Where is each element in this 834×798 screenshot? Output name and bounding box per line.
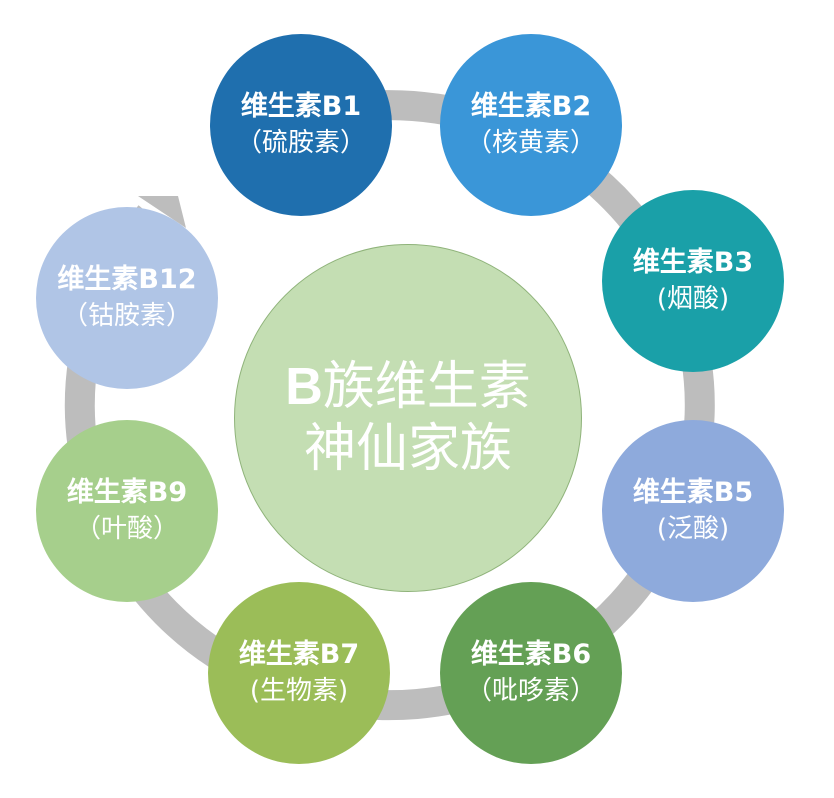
node-alias: （吡哆素） <box>465 676 596 706</box>
center-title-circle: B族维生素 神仙家族 <box>234 244 582 592</box>
node-name: 维生素B3 <box>632 247 754 278</box>
node-b3: 维生素B3 (烟酸) <box>602 190 784 372</box>
node-alias: （叶酸） <box>74 514 179 544</box>
node-name: 维生素B1 <box>240 91 362 122</box>
node-b5: 维生素B5 (泛酸) <box>602 420 784 602</box>
node-b7: 维生素B7 (生物素) <box>208 582 390 764</box>
node-alias: （核黄素） <box>465 128 596 158</box>
node-name: 维生素B12 <box>57 264 197 295</box>
node-alias: （硫胺素） <box>235 128 366 158</box>
center-title-line1: B族维生素 <box>285 357 531 417</box>
node-name: 维生素B9 <box>66 477 188 508</box>
node-name: 维生素B6 <box>470 639 592 670</box>
node-b9: 维生素B9 （叶酸） <box>36 420 218 602</box>
node-b2: 维生素B2 （核黄素） <box>440 34 622 216</box>
node-name: 维生素B7 <box>238 639 360 670</box>
node-b12: 维生素B12 （钴胺素） <box>36 207 218 389</box>
node-alias: （钴胺素） <box>61 301 192 331</box>
center-title-line2: 神仙家族 <box>303 419 512 479</box>
node-alias: (生物素) <box>249 676 349 706</box>
node-alias: (泛酸) <box>656 514 730 544</box>
node-b1: 维生素B1 （硫胺素） <box>210 34 392 216</box>
node-name: 维生素B2 <box>470 91 592 122</box>
node-alias: (烟酸) <box>656 284 730 314</box>
node-b6: 维生素B6 （吡哆素） <box>440 582 622 764</box>
node-name: 维生素B5 <box>632 477 754 508</box>
